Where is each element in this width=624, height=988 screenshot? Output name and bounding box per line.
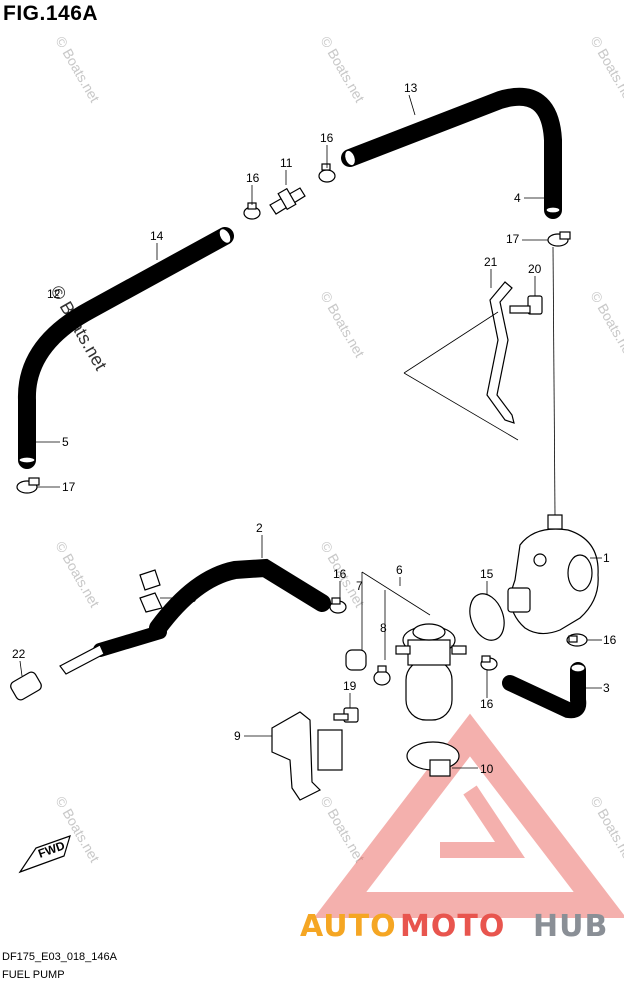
label-4: 4 (514, 191, 521, 205)
label-13: 13 (404, 81, 418, 95)
label-16: 16 (603, 633, 617, 647)
pipe-7 (345, 649, 367, 671)
bolt-20 (509, 295, 543, 315)
label-22: 22 (12, 647, 26, 661)
connector-22 (10, 644, 105, 701)
brand-moto: MOTO (400, 909, 505, 944)
clamp-17-left (16, 477, 40, 494)
watermark-text: © Boats.net (587, 289, 624, 361)
fwd-arrow-icon: FWD (18, 835, 71, 874)
automotohub-brand: AUTO MOTO HUB (300, 909, 608, 944)
label-11: 11 (280, 156, 293, 170)
label-21: 21 (484, 255, 498, 269)
figure-code: DF175_E03_018_146A (2, 951, 117, 963)
hose-3 (502, 662, 587, 719)
label-18: 18 (183, 591, 197, 605)
label-10: 10 (480, 762, 494, 776)
clamp-16-top (318, 163, 336, 183)
brand-hub: HUB (533, 909, 608, 944)
bracket-21 (486, 281, 515, 424)
clamp-17-top (547, 231, 571, 247)
label-2: 2 (256, 521, 263, 535)
hose-14 (17, 227, 234, 469)
label-17: 17 (62, 480, 76, 494)
label-5: 5 (62, 435, 69, 449)
clamp-16-hose2 (329, 597, 347, 614)
automotohub-logo (313, 713, 624, 918)
label-9: 9 (234, 729, 241, 743)
clamp-16-right (566, 633, 588, 647)
watermark-text: © Boats.net (317, 794, 368, 866)
label-12: 12 (47, 287, 61, 301)
bolt-19 (333, 707, 359, 723)
watermark-text: © Boats.net (317, 34, 368, 106)
fuel-filter-6 (395, 623, 467, 721)
label-16: 16 (246, 171, 260, 185)
clamp-16-left (243, 202, 261, 220)
label-20: 20 (528, 262, 542, 276)
label-7: 7 (356, 579, 363, 593)
label-8: 8 (380, 621, 387, 635)
bracket-9 (271, 711, 343, 801)
watermark-text: © Boats.net (52, 34, 103, 106)
watermark-text: © Boats.net (52, 539, 103, 611)
watermark-text: © Boats.net (587, 794, 624, 866)
label-14: 14 (150, 229, 164, 243)
watermark-text: © Boats.net (587, 34, 624, 106)
clamp-band-10 (406, 741, 460, 777)
label-15: 15 (480, 567, 494, 581)
reference-lines (361, 246, 556, 660)
fuel-pump-1 (507, 514, 599, 635)
label-3: 3 (603, 681, 610, 695)
part-number-labels: 13 16 11 16 14 12 5 17 4 17 21 20 1 15 1… (12, 81, 617, 776)
watermark-text: © Boats.net (317, 289, 368, 361)
label-16: 16 (480, 697, 494, 711)
clamp-16-filter (480, 655, 498, 671)
fig-title: FIG.146A (3, 2, 99, 25)
label-6: 6 (396, 563, 403, 577)
connector-11 (269, 187, 306, 215)
label-17: 17 (506, 232, 520, 246)
hose-13 (341, 87, 562, 219)
hose-2 (93, 558, 331, 657)
figure-caption: FUEL PUMP (2, 969, 65, 981)
brand-auto: AUTO (300, 909, 397, 944)
o-ring-15 (469, 593, 505, 641)
clip-18 (139, 569, 163, 613)
label-1: 1 (603, 551, 610, 565)
clip-8 (373, 665, 391, 686)
label-16: 16 (333, 567, 347, 581)
label-16: 16 (320, 131, 334, 145)
label-19: 19 (343, 679, 357, 693)
